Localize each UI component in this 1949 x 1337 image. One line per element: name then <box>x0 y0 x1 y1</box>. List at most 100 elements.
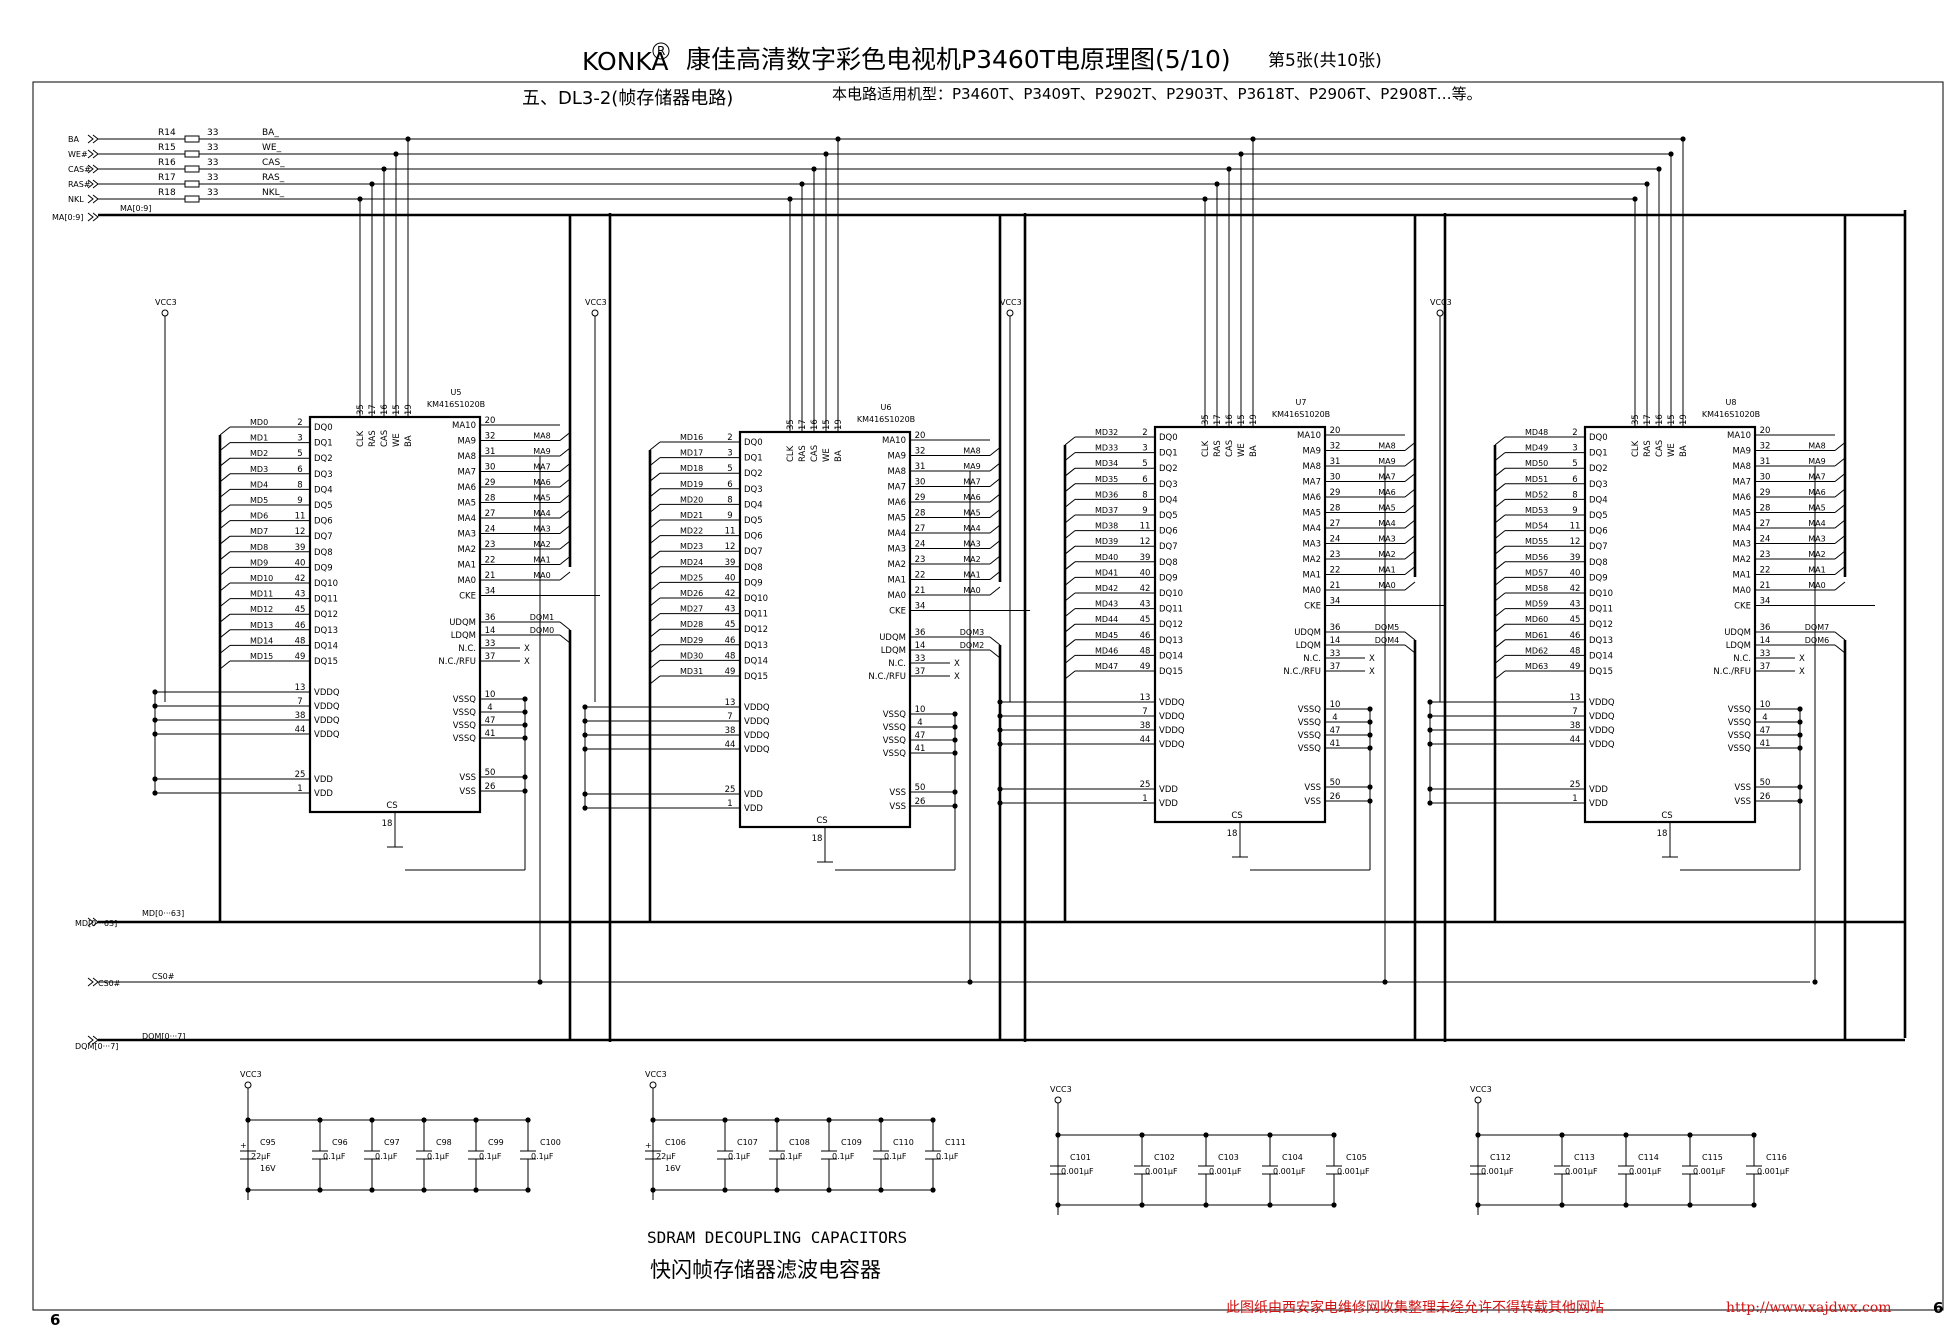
bus-entry <box>1404 550 1416 560</box>
junction-dot <box>1751 1132 1757 1138</box>
bus-entry <box>649 675 661 685</box>
bus-entry <box>1834 442 1846 451</box>
bus-entry <box>1494 514 1506 524</box>
pin-name: VSSQ <box>883 736 907 746</box>
cap-value: 0.1μF <box>728 1152 751 1161</box>
pin-name: VSSQ <box>1728 744 1752 754</box>
pin-name: VDD <box>744 790 763 800</box>
bus-entry <box>649 660 661 669</box>
cap-value: 0.001μF <box>1273 1167 1306 1176</box>
pin-number: 18 <box>812 834 823 844</box>
md-net-label: MD47 <box>1095 662 1118 671</box>
md-net-label: MD32 <box>1095 428 1118 437</box>
pin-number: 36 <box>1330 623 1341 633</box>
pin-number: 48 <box>295 636 306 646</box>
bus-entry <box>219 426 231 436</box>
pin-name: VSSQ <box>883 749 907 759</box>
pin-number: 34 <box>1330 597 1341 607</box>
pin-number: 20 <box>915 431 926 441</box>
pin-name: MA4 <box>1302 524 1321 534</box>
junction-dot <box>1559 1202 1565 1208</box>
vcc-label: VCC3 <box>155 298 177 307</box>
pin-number: 42 <box>1140 584 1151 594</box>
pin-number: 49 <box>295 652 306 662</box>
pin-name: VSSQ <box>453 721 477 731</box>
pin-number: 8 <box>1142 490 1147 500</box>
md-net-label: MD57 <box>1525 568 1548 577</box>
pin-number: 3 <box>1572 444 1577 454</box>
cap-value: 0.001μF <box>1693 1167 1726 1176</box>
pin-name: DQ11 <box>744 610 768 620</box>
dqm-bus-port-label: DQM[0···7] <box>75 1042 118 1051</box>
port-arrow <box>87 134 99 144</box>
dqm-net-label: DQM5 <box>1375 623 1399 632</box>
ma-net-label: MA8 <box>963 447 980 456</box>
copyright-notice: 此图纸由西安家电维修网收集整理未经允许不得转载其他网站 <box>1226 1299 1604 1316</box>
md-net-label: MD59 <box>1525 600 1548 609</box>
junction-dot <box>930 1187 936 1193</box>
pin-name: DQ6 <box>1159 527 1178 537</box>
junction-dot <box>1644 181 1650 187</box>
junction-dot <box>722 1117 728 1123</box>
pin-name: DQ11 <box>314 595 338 605</box>
cap-ref: C108 <box>789 1138 810 1147</box>
pin-name: VSSQ <box>1298 718 1322 728</box>
pin-number: 31 <box>915 462 926 472</box>
bus-entry <box>989 555 1001 565</box>
pin-number: 1 <box>727 799 732 809</box>
no-connect-mark: X <box>954 659 960 669</box>
pin-name: DQ7 <box>744 547 763 557</box>
junction-dot <box>245 1117 251 1123</box>
bus-entry <box>1404 519 1416 529</box>
md-net-label: MD25 <box>680 573 703 582</box>
pin-name: VSSQ <box>453 708 477 718</box>
pin-name: MA1 <box>1302 571 1321 581</box>
pin-number: 13 <box>1570 693 1581 703</box>
md-net-label: MD8 <box>250 543 268 552</box>
pin-number: 38 <box>725 726 736 736</box>
cap-value: 22μF <box>656 1152 676 1161</box>
pin-number: 40 <box>1140 568 1151 578</box>
pin-name: MA7 <box>457 468 476 478</box>
pin-number: 50 <box>1760 778 1771 788</box>
no-connect-mark: X <box>524 644 530 654</box>
bus-entry <box>1494 561 1506 571</box>
pin-name: MA1 <box>1732 571 1751 581</box>
pin-number: 50 <box>915 783 926 793</box>
junction-dot <box>774 1187 780 1193</box>
md-net-label: MD37 <box>1095 506 1118 515</box>
pin-number: 25 <box>1570 780 1581 790</box>
pin-name: VDDQ <box>1159 712 1185 722</box>
ma-net-label: MA6 <box>1378 488 1395 497</box>
bus-entry <box>219 598 231 607</box>
pin-number: 33 <box>1330 649 1341 659</box>
net-label: CAS_ <box>262 158 285 168</box>
pin-number: 42 <box>1570 584 1581 594</box>
ma-net-label: MA0 <box>1378 581 1395 590</box>
md-net-label: MD61 <box>1525 631 1548 640</box>
no-connect-mark: X <box>954 672 960 682</box>
md-net-label: MD10 <box>250 574 273 583</box>
wires <box>87 136 1907 1045</box>
bus-entry <box>1494 577 1506 586</box>
bus-entry <box>1404 504 1416 513</box>
bus-entry <box>989 447 1001 456</box>
pin-number: 29 <box>1760 488 1771 498</box>
pin-name: VDDQ <box>1159 726 1185 736</box>
pin-name: DQ11 <box>1589 605 1613 615</box>
pin-name: MA5 <box>1732 509 1751 519</box>
ma-net-label: MA5 <box>963 509 980 518</box>
pin-number: 35 <box>786 419 796 430</box>
ma-net-label: MA2 <box>963 555 980 564</box>
junction-dot <box>1267 1202 1273 1208</box>
junction-dot <box>1055 1132 1061 1138</box>
bus-entry <box>1834 535 1846 544</box>
pin-name: DQ4 <box>314 485 333 495</box>
pin-name: VSSQ <box>1728 705 1752 715</box>
md-net-label: MD7 <box>250 527 268 536</box>
pin-name: DQ0 <box>744 438 763 448</box>
pin-number: 33 <box>485 639 496 649</box>
md-net-label: MD55 <box>1525 537 1548 546</box>
pin-name: VDDQ <box>1589 726 1615 736</box>
